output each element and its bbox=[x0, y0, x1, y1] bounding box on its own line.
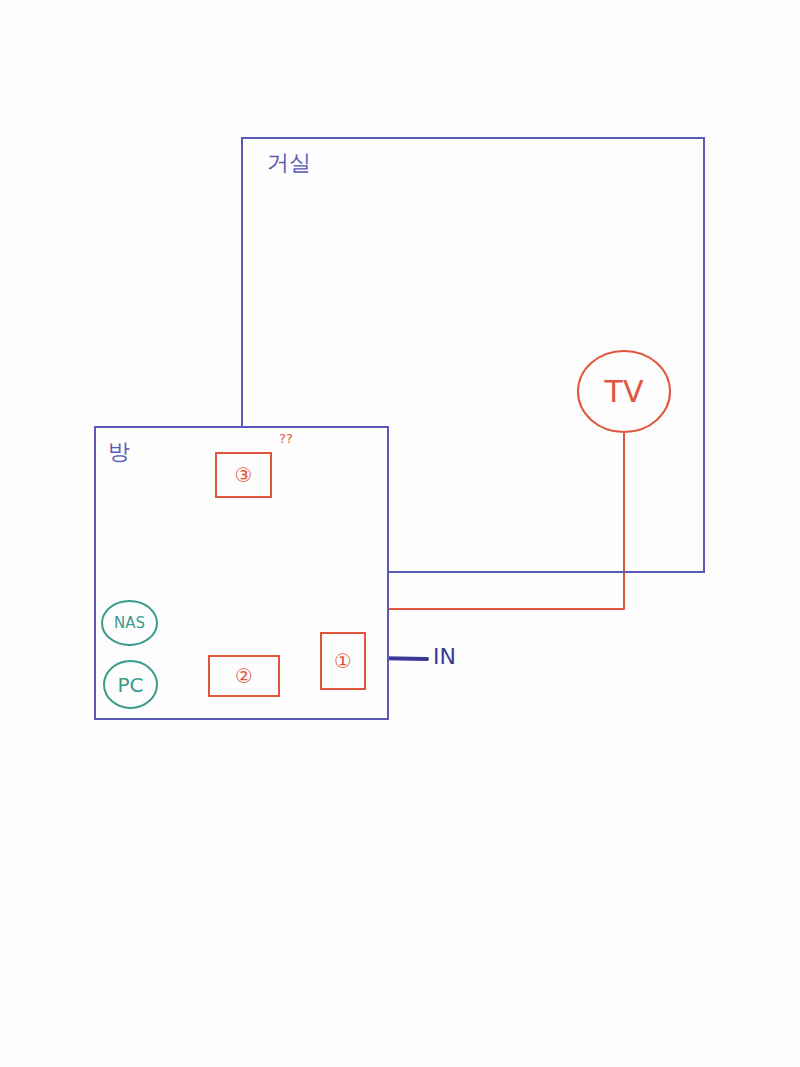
device-circle: PC bbox=[103, 660, 158, 709]
device-name: ② bbox=[235, 665, 253, 687]
device-box: ③ bbox=[215, 452, 272, 498]
shape-border bbox=[104, 661, 157, 708]
shape-border bbox=[216, 453, 271, 497]
shape-border bbox=[95, 427, 388, 719]
device-circle: NAS bbox=[101, 600, 158, 646]
device-name: PC bbox=[117, 674, 143, 696]
device-name: ③ bbox=[235, 464, 253, 486]
port-label: IN bbox=[433, 645, 456, 669]
device-box: ① bbox=[320, 632, 366, 690]
room-name: 거실 bbox=[267, 151, 311, 175]
device-circle: TV bbox=[577, 350, 671, 433]
device-name: NAS bbox=[114, 615, 145, 632]
shape-border bbox=[321, 633, 365, 689]
room-region: 방 ③ NAS PC ② ① bbox=[94, 426, 389, 720]
question-note: ?? bbox=[279, 432, 293, 446]
device-name: ① bbox=[334, 650, 352, 672]
device-name: TV bbox=[605, 375, 644, 408]
shape-border bbox=[578, 351, 670, 432]
room-name: 방 bbox=[108, 440, 130, 464]
shape-border bbox=[102, 601, 157, 645]
device-box: ② bbox=[208, 655, 280, 697]
shape-border bbox=[209, 656, 279, 696]
